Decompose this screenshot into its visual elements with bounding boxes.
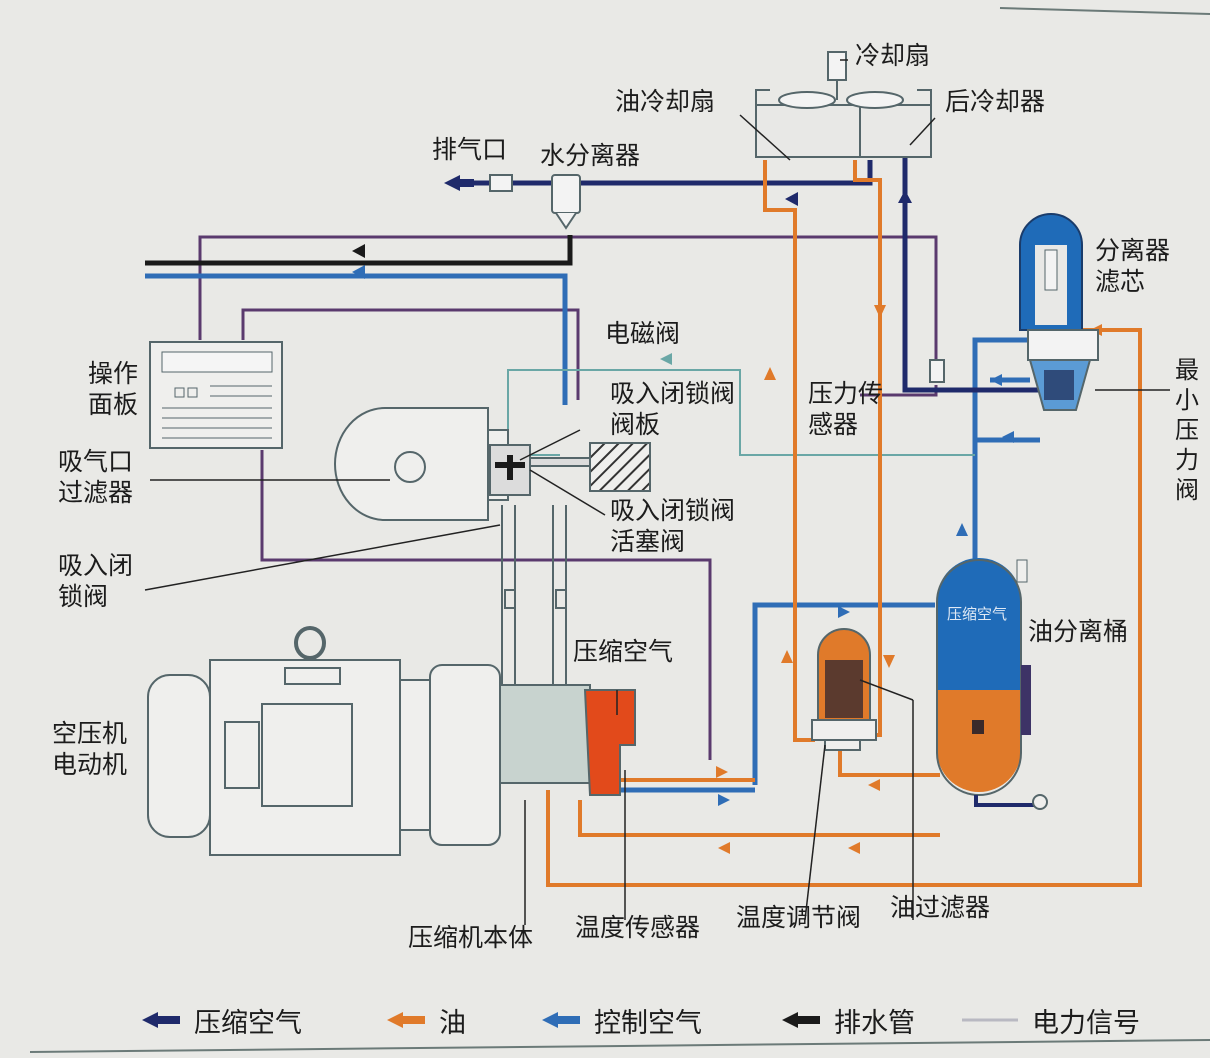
motor-body [147,626,501,856]
legend: 压缩空气 油 控制空气 排水管 电力信号 [130,995,1150,1045]
leader-lines [144,59,1170,925]
label-exhaust-port: 排气口 [432,135,508,164]
control-arrow-left [1002,431,1014,443]
legend-arrow-drain [782,1012,820,1028]
oil-lines [546,160,1142,887]
label-compressor-body: 压缩机本体 [408,923,534,952]
solenoid-arrow [660,353,672,365]
oil-arrow-left-3 [868,779,880,791]
label-oil-cooling-fan: 油冷却扇 [615,87,716,116]
separator-element [1019,213,1099,411]
label-intake-lock-valve: 吸入闭锁阀 [58,551,134,612]
control-panel-box [149,341,283,449]
legend-item-oil: 油 [385,995,466,1045]
label-oil-filter: 油过滤器 [890,893,991,922]
pressure-sensor-body [929,359,945,383]
compressed-air-lines [455,150,1040,393]
legend-item-compressed-air: 压缩空气 [140,995,302,1045]
label-temperature-sensor: 温度传感器 [575,913,701,942]
legend-arrow-compressed-air [142,1012,180,1028]
label-compressed-air-callout: 压缩空气 [573,637,674,666]
cooler-unit [755,51,932,158]
legend-label: 油 [439,1007,466,1039]
label-intake-lock-valve-piston: 吸入闭锁阀活塞阀 [610,496,736,557]
legend-item-electric-signal: 电力信号 [960,995,1140,1045]
exhaust-arrow [444,175,460,191]
label-aftercooler: 后冷却器 [945,87,1046,116]
control-air-lines [145,273,1040,793]
label-tank-marking: 压缩空气 [947,605,1008,623]
air-arrow-mid [785,192,798,206]
control-arrow-right [838,606,850,618]
control-arrow-right-2 [718,794,730,806]
control-arrow-top [352,265,365,279]
legend-label: 压缩空气 [194,1007,302,1039]
drain-line [145,235,573,266]
compressor-body-unit [499,684,636,796]
intake-lock-valve-body [489,442,651,496]
legend-label: 控制空气 [594,1007,702,1039]
legend-arrow-oil [387,1012,425,1028]
label-motor: 空压机电动机 [52,719,128,780]
top-rule [999,7,1210,15]
label-air-intake-filter: 吸气口过滤器 [58,447,134,508]
label-min-pressure-valve: 最小压力阀 [1175,356,1199,504]
label-pressure-sensor: 压力传感器 [808,379,884,440]
oil-filter-unit [811,628,877,751]
oil-arrow-up-1 [764,367,776,380]
oil-arrow-down-1 [874,305,886,318]
oil-arrow-left-1 [718,842,730,854]
oil-arrow-right-1 [716,766,728,778]
label-cooling-fan: 冷却扇 [855,41,931,70]
label-oil-separator-tank: 油分离桶 [1028,617,1129,646]
label-separator-element: 分离器滤芯 [1095,236,1171,297]
legend-label: 电力信号 [1032,1007,1140,1039]
oil-arrow-up-2 [781,650,793,663]
legend-arrow-control-air [542,1012,580,1028]
label-control-panel: 操作面板 [88,359,139,420]
label-intake-lock-valve-plate: 吸入闭锁阀阀板 [610,379,736,440]
air-arrow-up [898,190,912,203]
air-intake-filter-body [334,407,509,521]
oil-arrow-left-2 [848,842,860,854]
flow-arrows [352,175,1102,854]
legend-label: 排水管 [834,1007,915,1039]
water-separator [489,174,581,230]
oil-arrow-down-2 [883,655,895,668]
legend-item-control-air: 控制空气 [540,995,702,1045]
legend-item-drain: 排水管 [780,995,915,1045]
label-temperature-control-valve: 温度调节阀 [736,903,862,932]
oil-separator-tank-body [936,558,1048,810]
control-arrow-up [956,523,968,536]
legend-line-electric-signal [962,1018,1018,1022]
label-solenoid-valve: 电磁阀 [605,319,681,348]
control-arrow-sep [990,374,1002,386]
drain-arrow [352,244,365,258]
intake-pipes [501,505,567,690]
label-water-separator: 水分离器 [540,141,641,170]
